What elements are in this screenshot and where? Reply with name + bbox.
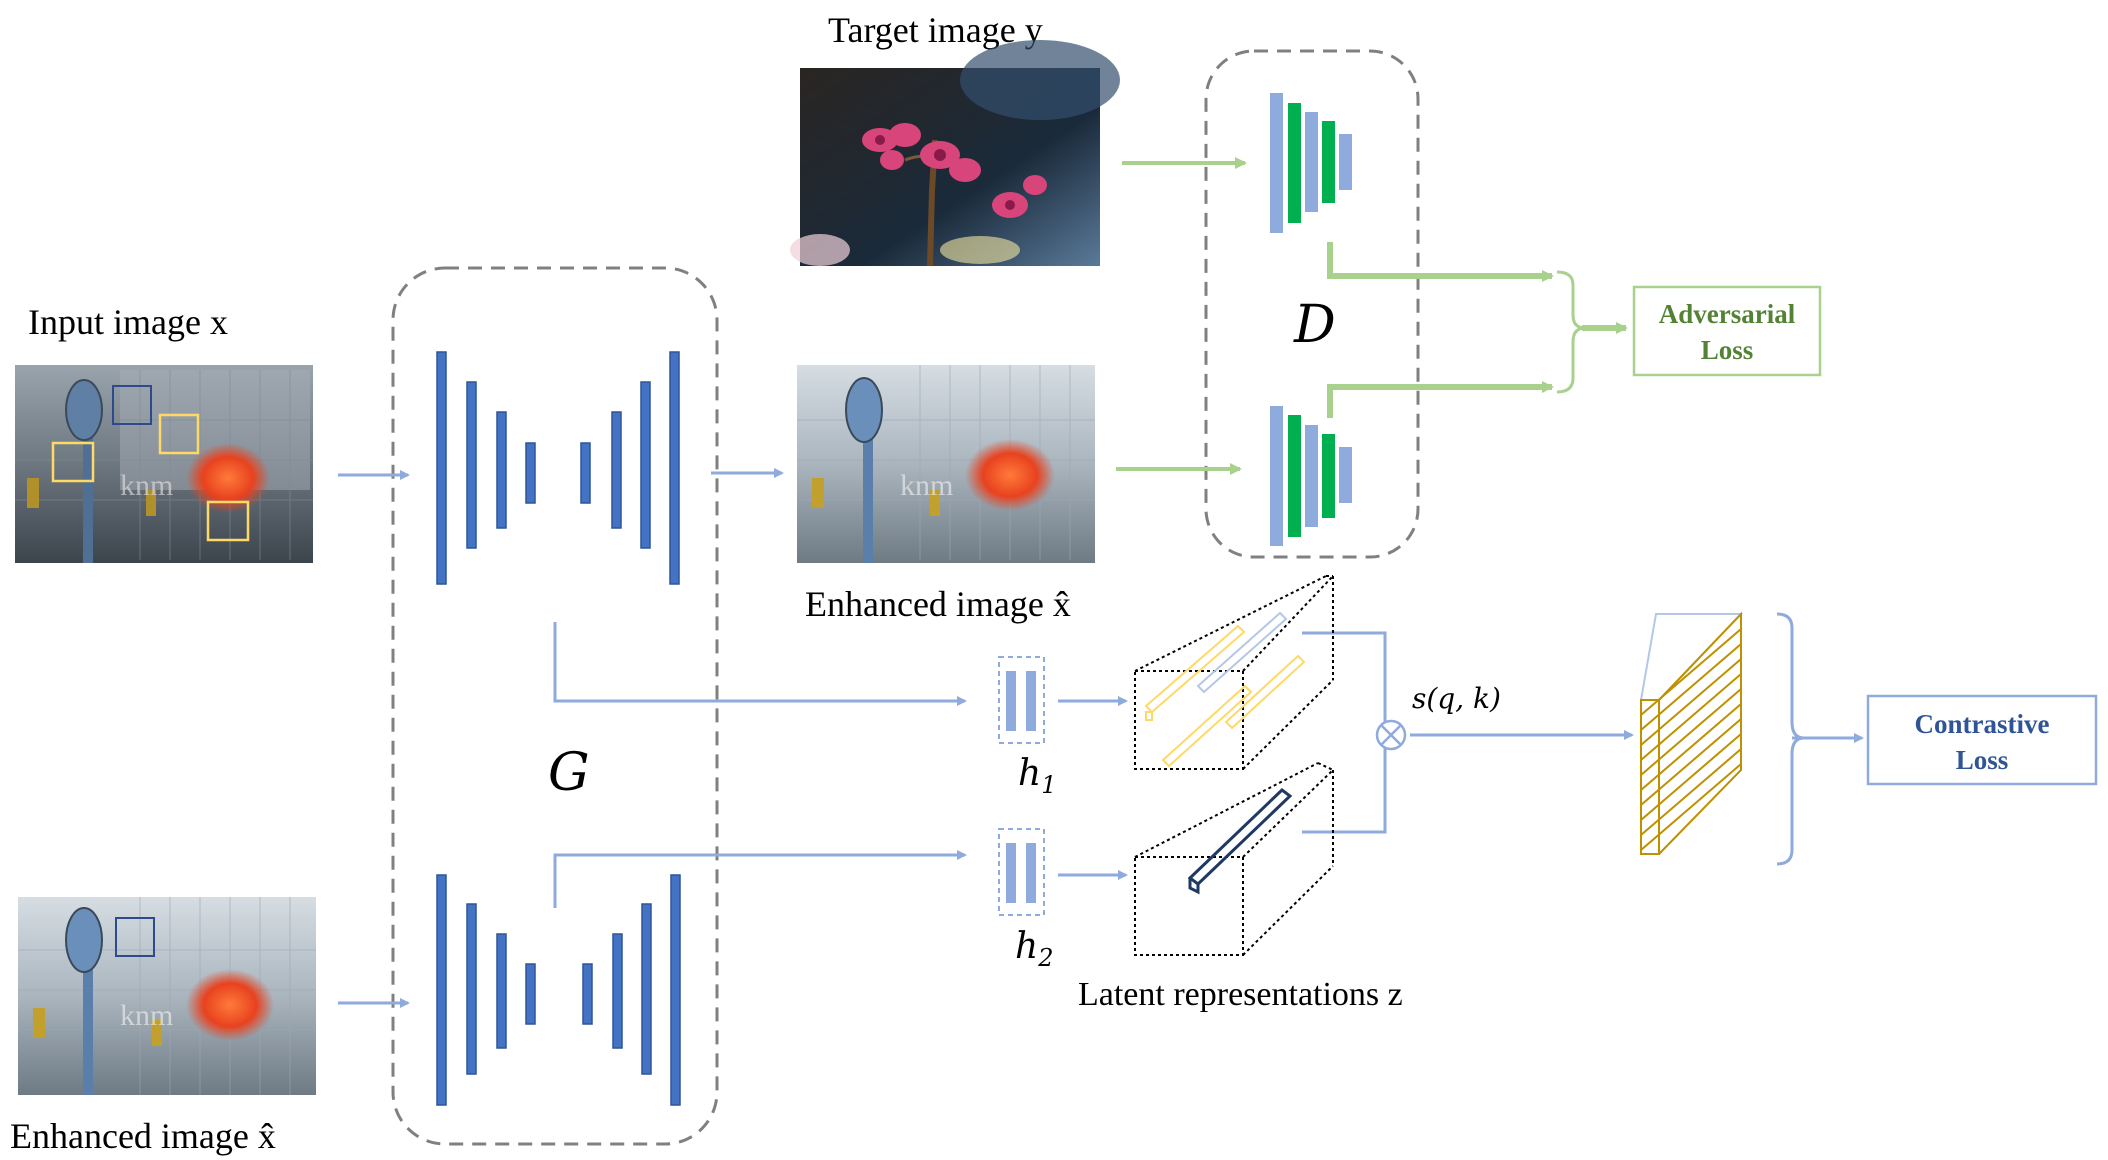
svg-text:knm: knm <box>900 469 953 502</box>
adversarial-bracket <box>1556 270 1586 394</box>
generator-bottom-layers <box>436 874 681 1106</box>
projection-head-h2 <box>998 828 1045 916</box>
adversarial-loss-line1: Adversarial <box>1659 299 1796 329</box>
input-image-label: Input image x <box>28 302 228 342</box>
enhanced-image-label-top: Enhanced image x̂ <box>805 584 1071 624</box>
enhanced-image-label-bottom: Enhanced image x̂ <box>10 1116 276 1156</box>
h2-label: h2 <box>1015 926 1053 972</box>
adversarial-loss-line2: Loss <box>1701 335 1754 365</box>
latent-positive-patch <box>1187 788 1293 895</box>
svg-text:knm: knm <box>120 999 173 1032</box>
blue-arrows <box>338 468 1864 1008</box>
generator-container <box>391 266 719 1146</box>
similarity-operator <box>1375 719 1407 751</box>
similarity-label: s(q, k) <box>1412 682 1501 715</box>
contrastive-loss-line1: Contrastive <box>1915 709 2050 739</box>
adversarial-loss-box: Adversarial Loss <box>1632 285 1822 377</box>
enhanced-image-top: knm <box>797 365 1095 563</box>
discriminator-bottom-layers <box>1270 406 1352 546</box>
contrastive-bracket <box>1776 612 1805 866</box>
h1-label: h1 <box>1018 753 1056 799</box>
green-arrows <box>1116 157 1628 475</box>
discriminator-label: D <box>1293 295 1336 355</box>
latent-patches-top <box>1144 611 1306 768</box>
input-image: knm <box>15 365 313 563</box>
discriminator-top-layers <box>1270 93 1352 233</box>
generator-top-layers <box>436 351 680 585</box>
enhanced-image-bottom: knm <box>18 897 316 1095</box>
svg-text:knm: knm <box>120 469 173 502</box>
contrastive-feature-stack <box>1640 611 1744 855</box>
latent-cube-top <box>1134 575 1334 770</box>
projection-head-h1 <box>998 656 1045 744</box>
latent-cube-bottom <box>1134 762 1334 956</box>
contrastive-loss-line2: Loss <box>1956 745 2009 775</box>
target-image <box>790 40 1120 267</box>
target-image-label: Target image y <box>828 10 1043 50</box>
contrastive-loss-box: Contrastive Loss <box>1866 694 2098 786</box>
generator-label: G <box>548 743 590 803</box>
latent-representations-label: Latent representations z <box>1078 976 1403 1013</box>
discriminator-container <box>1204 49 1420 559</box>
